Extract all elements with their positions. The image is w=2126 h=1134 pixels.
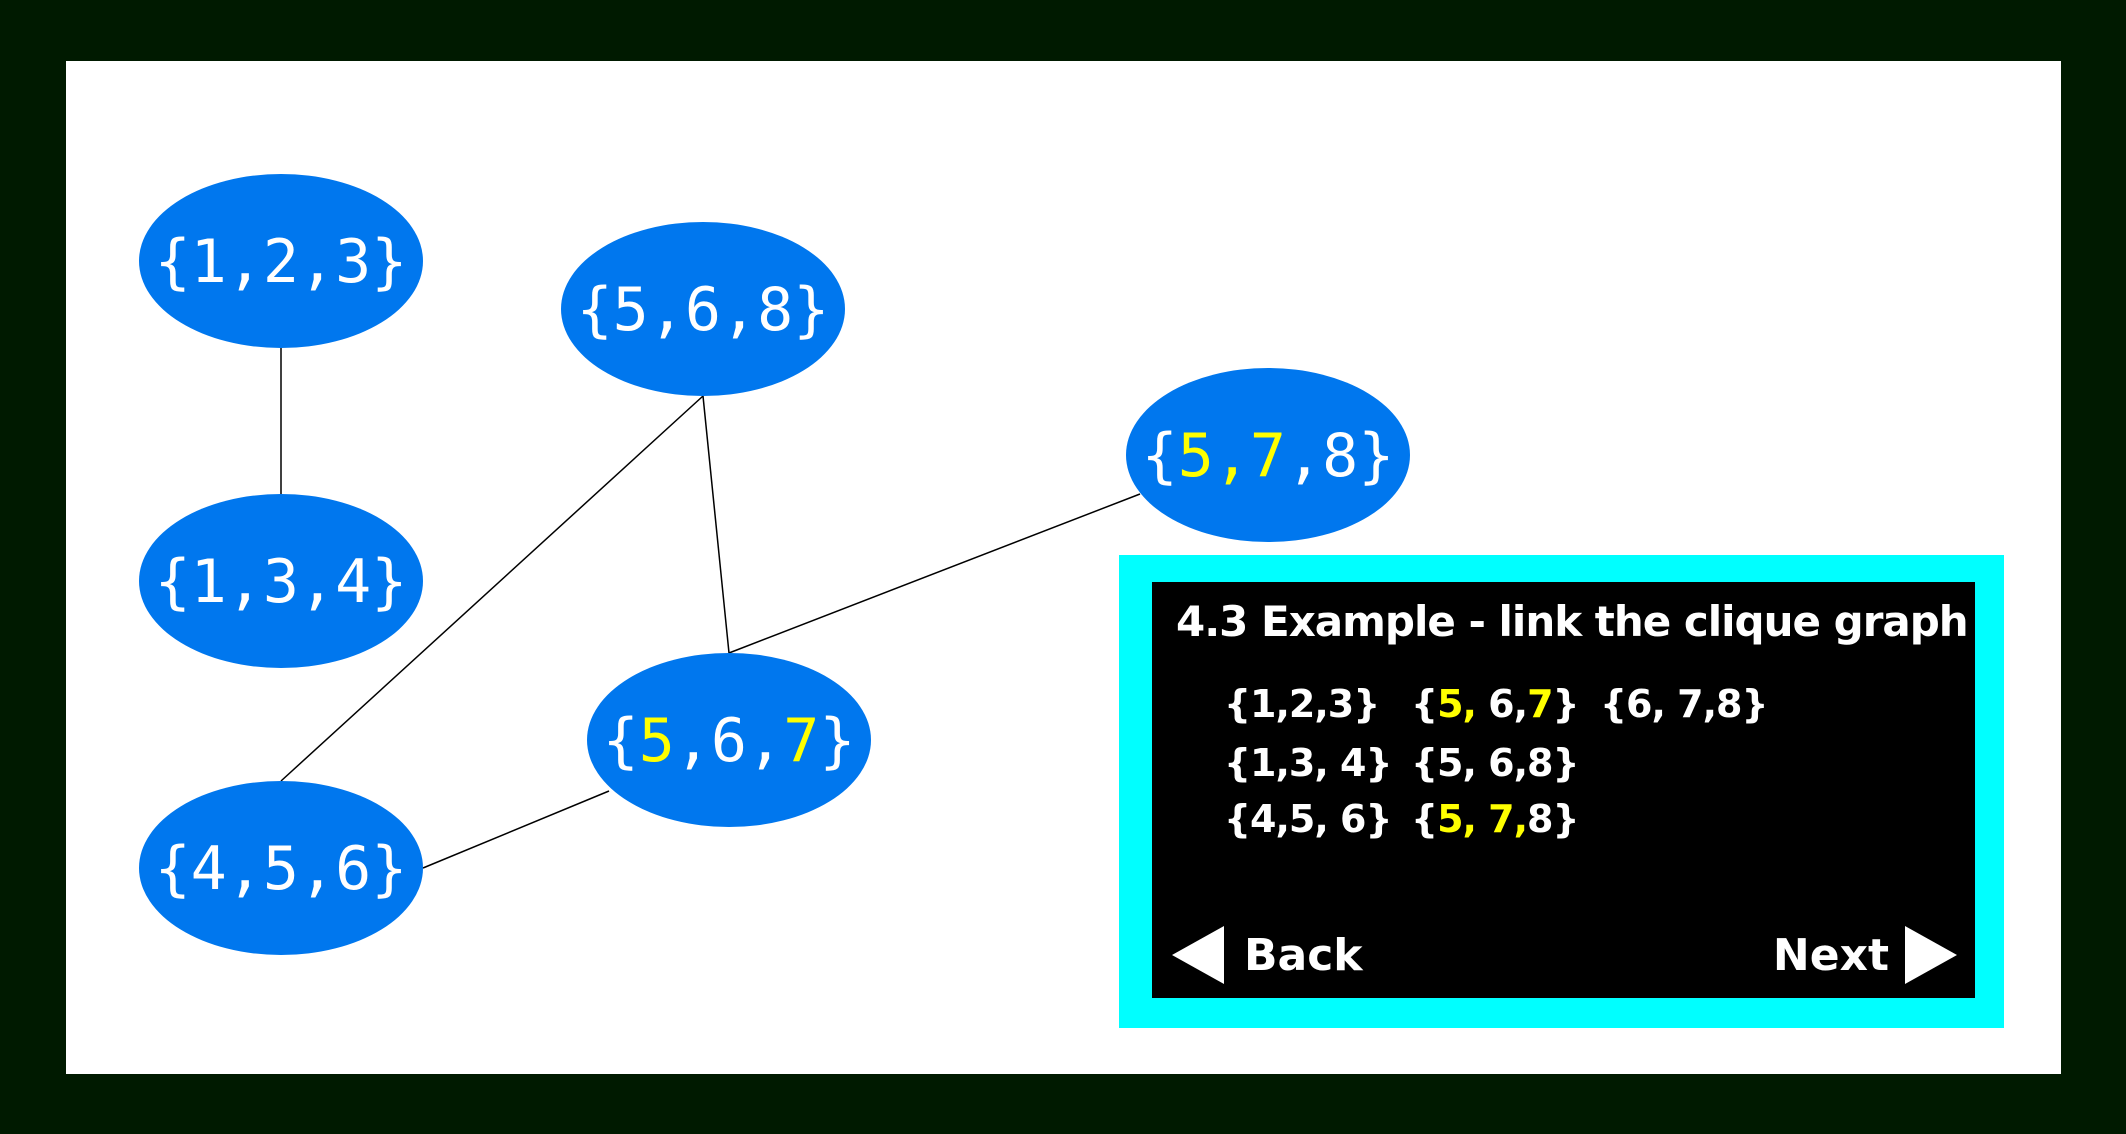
graph-node-n568: {5,6,8} <box>561 222 845 396</box>
graph-node-n456: {4,5,6} <box>139 781 423 955</box>
graph-node-n134: {1,3,4} <box>139 494 423 668</box>
example-panel-body: 4.3 Example - link the clique graph {1,2… <box>1152 582 1975 998</box>
node-ellipse <box>1126 368 1410 542</box>
clique-item-part: {6, 7,8} <box>1600 682 1769 726</box>
clique-item-part: {1,2,3} <box>1224 682 1380 726</box>
example-panel: 4.3 Example - link the clique graph {1,2… <box>1119 555 2004 1028</box>
clique-item-c678: {6, 7,8} <box>1600 682 1769 726</box>
back-arrow-icon <box>1172 926 1224 984</box>
node-label-part: {5,6,8} <box>577 275 830 345</box>
graph-node-n567: {5,6,7} <box>587 653 871 827</box>
clique-item-part: 5, 7, <box>1437 797 1528 841</box>
clique-item-part: 7 <box>1527 682 1553 726</box>
clique-item-part: 6, <box>1475 682 1528 726</box>
back-button-label: Back <box>1244 929 1363 981</box>
clique-item-c567: {5, 6,7} <box>1411 682 1580 726</box>
node-ellipse <box>139 174 423 348</box>
next-button-label: Next <box>1772 929 1889 981</box>
edge-n567-n578 <box>728 493 1141 654</box>
node-label: {5,6,8} <box>577 275 830 345</box>
node-label-part: {1,2,3} <box>155 227 408 297</box>
node-label-part: {1,3,4} <box>155 547 408 617</box>
graph-node-n578: {5,7,8} <box>1126 368 1410 542</box>
clique-item-c134: {1,3, 4} <box>1224 741 1393 785</box>
clique-item-part: { <box>1411 682 1438 726</box>
clique-item-part: { <box>1411 797 1438 841</box>
node-ellipse <box>139 494 423 668</box>
node-ellipse <box>139 781 423 955</box>
node-ellipse <box>587 653 871 827</box>
next-arrow-icon <box>1905 926 1957 984</box>
node-label: {1,2,3} <box>155 227 408 297</box>
node-ellipse <box>561 222 845 396</box>
clique-item-part: {5, 6,8} <box>1411 741 1580 785</box>
node-label-part: {4,5,6} <box>155 834 408 904</box>
node-label-part: ,8} <box>1286 421 1394 491</box>
node-label: {5,7,8} <box>1142 421 1395 491</box>
panel-title: 4.3 Example - link the clique graph <box>1176 597 1969 646</box>
node-label-part: ,6, <box>675 706 783 776</box>
edge-n456-n568 <box>280 395 704 782</box>
clique-item-part: {1,3, 4} <box>1224 741 1393 785</box>
graph-node-n123: {1,2,3} <box>139 174 423 348</box>
node-label-part: { <box>603 706 639 776</box>
clique-item-c123: {1,2,3} <box>1224 682 1380 726</box>
node-label-part: } <box>819 706 855 776</box>
edge-n456-n567 <box>422 790 610 869</box>
node-label-part: 5 <box>639 706 675 776</box>
node-label-part: 7 <box>783 706 819 776</box>
node-label-part: 5,7 <box>1178 421 1286 491</box>
node-label: {1,3,4} <box>155 547 408 617</box>
clique-item-c578: {5, 7,8} <box>1411 797 1580 841</box>
node-label: {4,5,6} <box>155 834 408 904</box>
next-button[interactable]: Next <box>1773 925 1957 985</box>
clique-item-part: 8} <box>1527 797 1579 841</box>
clique-item-part: } <box>1552 682 1580 726</box>
back-button[interactable]: Back <box>1172 925 1363 985</box>
node-label: {5,6,7} <box>603 706 856 776</box>
node-label-part: { <box>1142 421 1178 491</box>
clique-item-c456: {4,5, 6} <box>1224 797 1393 841</box>
clique-item-part: 5, <box>1437 682 1477 726</box>
edge-n568-n567 <box>702 395 730 654</box>
clique-item-part: {4,5, 6} <box>1224 797 1393 841</box>
clique-item-c568: {5, 6,8} <box>1411 741 1580 785</box>
